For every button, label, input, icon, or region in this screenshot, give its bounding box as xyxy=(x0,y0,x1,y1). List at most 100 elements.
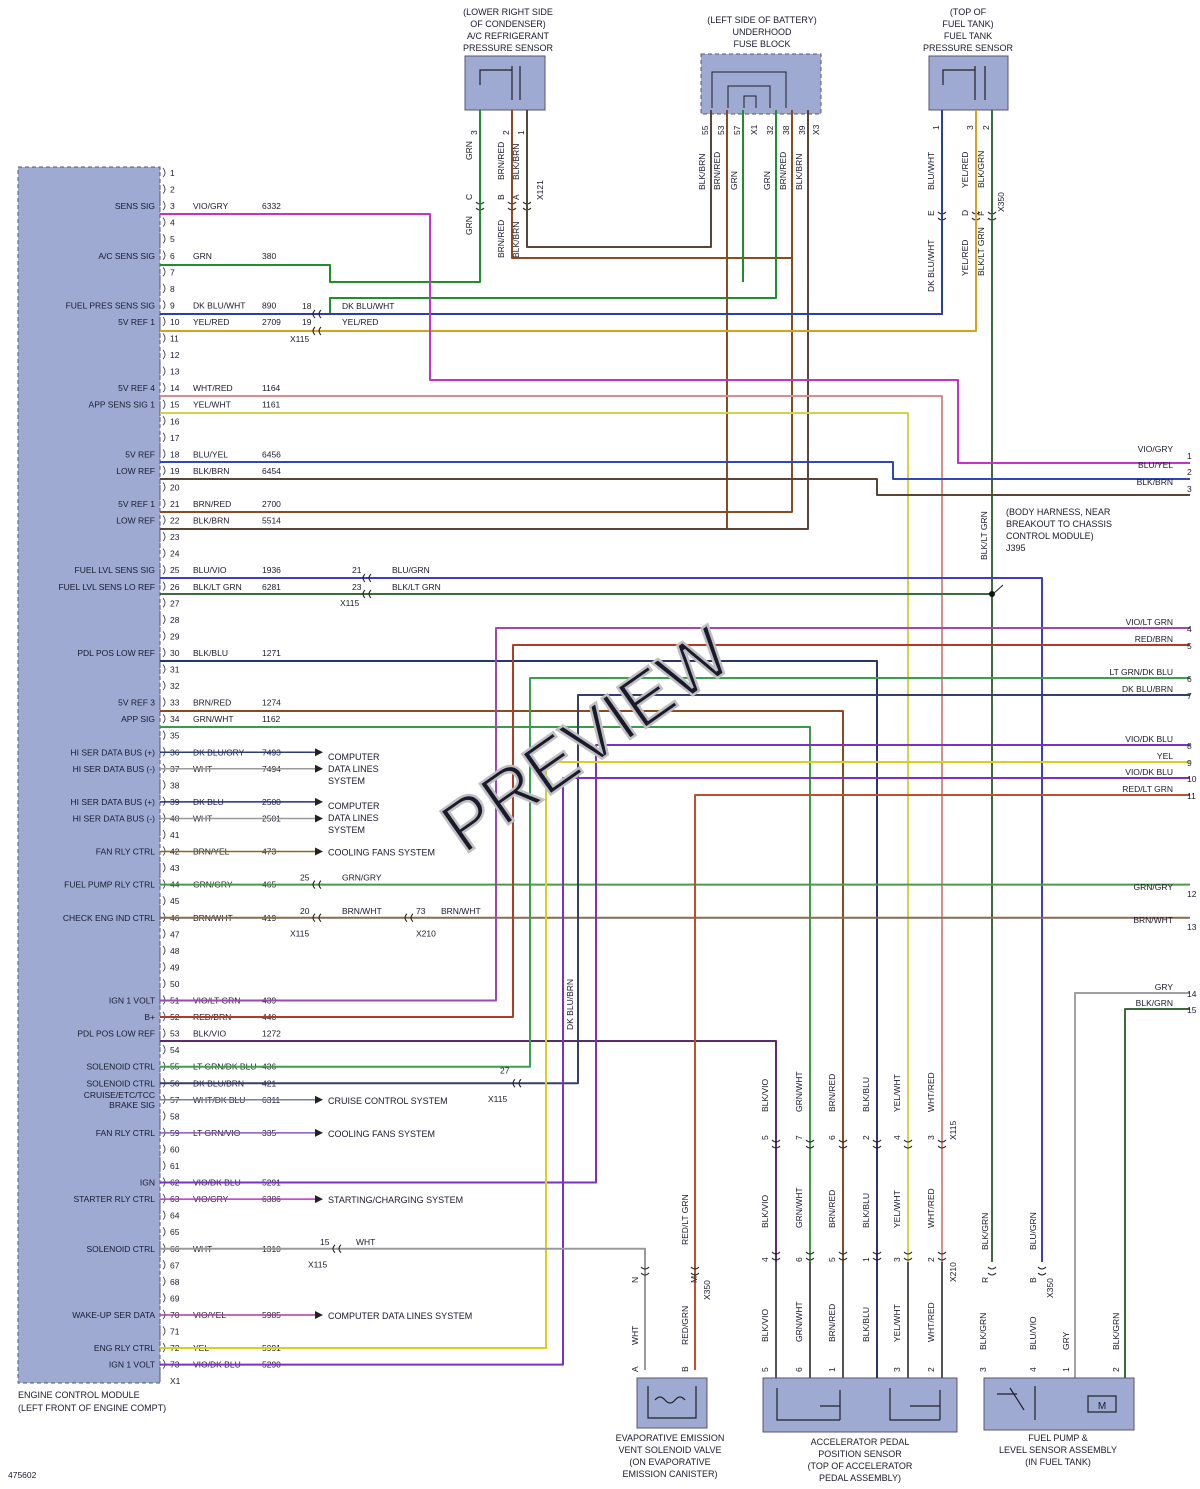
app-conn1-a xyxy=(872,1139,882,1143)
app-top-color: WHT/RED xyxy=(926,1072,936,1112)
right-output-number: 13 xyxy=(1187,922,1197,932)
ecm-pin-bracket xyxy=(162,449,166,459)
ac-connector-ref: X121 xyxy=(535,180,545,200)
ecm-pin-bracket xyxy=(162,184,166,194)
ecm-pin-number: 50 xyxy=(170,979,180,989)
x115b-conn-a xyxy=(362,589,366,599)
x115c-conn-b xyxy=(318,880,322,890)
ecm-pin-number: 60 xyxy=(170,1144,180,1154)
wire-gry xyxy=(1074,992,1190,1380)
right-output-number: 7 xyxy=(1187,691,1192,701)
app-top-color: GRN/WHT xyxy=(794,1071,804,1112)
wire-ecm25-blu-vio xyxy=(160,577,1043,1262)
ecm-circuit-number: 6456 xyxy=(262,449,281,459)
ecm-pin-bracket xyxy=(162,978,166,989)
x210a-conn-a xyxy=(404,913,408,923)
ecm-circuit-number: 5514 xyxy=(262,516,281,526)
fuel-pump-pin: 2 xyxy=(1111,1367,1121,1372)
ecm-wire-color: BRN/RED xyxy=(193,499,231,509)
fuse-block-pin: 55 xyxy=(700,125,710,135)
ecm-pin-number: 17 xyxy=(170,433,180,443)
app-top-color: BLK/BLU xyxy=(861,1077,871,1112)
ecm-pin-number: 24 xyxy=(170,549,180,559)
ecm-pin-function: FUEL PRES SENS SIG xyxy=(66,300,155,310)
ecm-pin-number: 10 xyxy=(170,317,180,327)
ecm-pin-bracket xyxy=(162,862,166,873)
wire-ecm56-dk-blu-brn xyxy=(160,694,1190,1085)
ecm-pin-number: 43 xyxy=(170,863,180,873)
fuse-block-pin: 38 xyxy=(781,125,791,135)
ecm-pin-bracket xyxy=(162,564,166,575)
ecm-pin-number: 68 xyxy=(170,1277,180,1287)
wire-ac-brn-red xyxy=(511,110,793,259)
fuse-block-pin: 32 xyxy=(765,125,775,135)
ac-sensor-label: A/C REFRIGERANT xyxy=(467,31,550,41)
evap-conn-letter: M xyxy=(689,1276,699,1283)
x115e-pin: 27 xyxy=(500,1066,510,1076)
wire-ecm55-lt-grn-dk-blu xyxy=(160,677,1190,1068)
ecm-pin-bracket xyxy=(162,548,166,558)
app-conn2-b xyxy=(937,1257,947,1261)
app-mid-color: BLK/VIO xyxy=(760,1195,770,1228)
ac-sensor-wire-color-lower: BRN/RED xyxy=(496,220,506,258)
wire-ac-grn xyxy=(160,110,481,283)
fuel-pres-sensor-label: PRESSURE SENSOR xyxy=(923,43,1014,53)
system-target-label: COMPUTER DATA LINES SYSTEM xyxy=(328,1311,472,1321)
fuel-pres-connector-ref: X350 xyxy=(996,192,1006,212)
app-conn1-a xyxy=(805,1139,815,1143)
ecm-panel xyxy=(17,166,161,1384)
ecm-pin-function: 5V REF 3 xyxy=(118,698,155,708)
ecm-circuit-number: 1161 xyxy=(262,400,281,410)
ecm-pin-function: 5V REF 1 xyxy=(118,499,155,509)
ecm-pin-function: CHECK ENG IND CTRL xyxy=(63,913,155,923)
right-output-number: 4 xyxy=(1187,624,1192,634)
wire-ecm10-yel-red xyxy=(160,110,977,332)
app-conn1-a xyxy=(771,1139,781,1143)
ac-sensor-wire-color-lower: BLK/BRN xyxy=(511,222,521,258)
wire-ecm9-dk-blu-wht xyxy=(160,110,943,315)
app-sensor-symbol xyxy=(776,1388,941,1421)
ecm-pin-function: FAN RLY CTRL xyxy=(96,847,155,857)
ecm-pin-function: FAN RLY CTRL xyxy=(96,1128,155,1138)
ecm-circuit-number: 1936 xyxy=(262,565,281,575)
ecm-pin-bracket xyxy=(162,1160,166,1171)
app-conn2-a xyxy=(872,1251,882,1255)
x115a-pin: 19 xyxy=(302,317,312,327)
fuel-pump-motor-label: M xyxy=(1098,1401,1106,1412)
fuse-block-pin: X3 xyxy=(811,124,821,135)
x115d-ref: X115 xyxy=(290,928,309,938)
ecm-pin-function: FUEL LVL SENS LO REF xyxy=(58,582,155,592)
x115b-ref: X115 xyxy=(340,598,359,608)
ecm-pin-bracket xyxy=(162,962,166,972)
ecm-pin-function: LOW REF xyxy=(116,516,155,526)
ecm-pin-number: 65 xyxy=(170,1227,180,1237)
x115d-pin: 20 xyxy=(300,906,310,916)
ecm-pin-bracket xyxy=(162,416,166,426)
app-conn2-pin: 2 xyxy=(926,1257,936,1262)
fuel-level-sensor-symbol xyxy=(997,1386,1036,1420)
fuse-block-symbol xyxy=(711,71,787,108)
system-target-label: STARTING/CHARGING SYSTEM xyxy=(328,1195,463,1205)
ac-sensor-conn-letter: B xyxy=(496,194,506,200)
splice-label: BREAKOUT TO CHASSIS xyxy=(1006,519,1112,529)
app-conn2-a xyxy=(771,1251,781,1255)
ecm-pin-bracket xyxy=(162,1226,166,1237)
data-line-arrow xyxy=(315,764,323,773)
fuel-pump-motor-symbol xyxy=(1087,1395,1117,1413)
right-output-number: 2 xyxy=(1187,467,1192,477)
right-output-color: BLK/GRN xyxy=(1136,998,1173,1008)
wire-ecm66-wht xyxy=(160,1247,646,1370)
ecm-pin-function: IGN 1 VOLT xyxy=(109,1360,155,1370)
ecm-circuit-number: 1274 xyxy=(262,698,281,708)
ecm-pin-bracket xyxy=(162,1326,166,1336)
ecm-pin-number: 67 xyxy=(170,1260,180,1270)
ecm-pin-bracket xyxy=(162,515,166,525)
app-sensor-pin: 5 xyxy=(760,1367,770,1372)
x210a-ref: X210 xyxy=(416,928,436,938)
evap-label: EVAPORATIVE EMISSION xyxy=(616,1433,725,1443)
ecm-circuit-number: 6332 xyxy=(262,201,281,211)
ecm-pin-number: 29 xyxy=(170,631,180,641)
app-conn1-b xyxy=(771,1145,781,1149)
ecm-pin-number: 54 xyxy=(170,1045,180,1055)
ac-sensor-label: PRESSURE SENSOR xyxy=(463,43,554,53)
